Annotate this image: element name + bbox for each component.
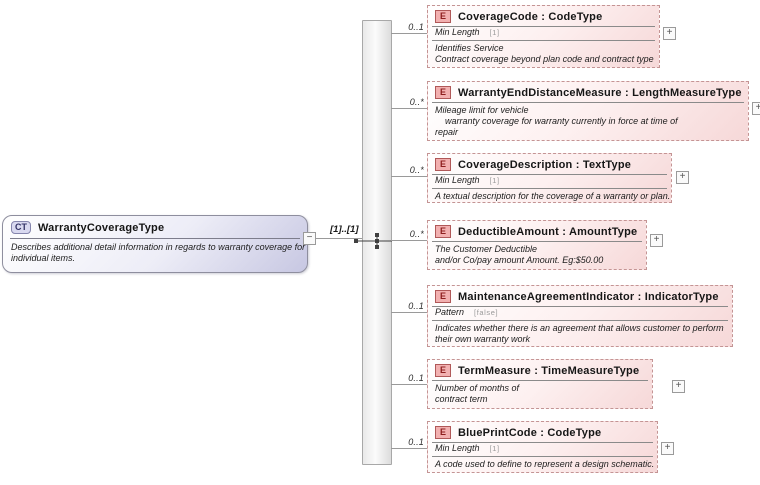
expand-button[interactable]: + bbox=[663, 27, 676, 40]
element-badge-icon: E bbox=[435, 10, 452, 23]
element-box-warranty-end-distance-measure[interactable]: E WarrantyEndDistanceMeasure : LengthMea… bbox=[427, 81, 749, 141]
divider bbox=[432, 174, 667, 175]
cardinality-label: 0..* bbox=[409, 229, 424, 239]
element-description-line: Identifies Service bbox=[435, 43, 504, 53]
element-box-blueprint-code[interactable]: E BluePrintCode : CodeType Min Length [1… bbox=[427, 421, 658, 473]
root-description-line: individual items. bbox=[11, 252, 76, 263]
element-description: A textual description for the coverage o… bbox=[428, 189, 671, 202]
divider bbox=[432, 380, 648, 381]
facet-name: Min Length bbox=[435, 27, 480, 37]
element-title: BluePrintCode : CodeType bbox=[458, 426, 602, 439]
divider bbox=[432, 102, 744, 103]
facet-name: Pattern bbox=[435, 307, 465, 317]
element-title: CoverageCode : CodeType bbox=[458, 10, 603, 23]
connector-line bbox=[391, 312, 427, 313]
root-description: Describes additional detail information … bbox=[3, 239, 307, 263]
element-description-line: contract term bbox=[435, 394, 488, 404]
cardinality-label: 0..* bbox=[409, 165, 424, 175]
element-description-line: A textual description for the coverage o… bbox=[435, 191, 671, 201]
divider bbox=[432, 320, 728, 321]
connector-line bbox=[391, 448, 427, 449]
cardinality-label: 0..1 bbox=[408, 301, 424, 311]
expand-button[interactable]: + bbox=[672, 380, 685, 393]
cardinality-label: 0..1 bbox=[408, 373, 424, 383]
cardinality-label: 0..* bbox=[409, 97, 424, 107]
cardinality-label: 0..1 bbox=[408, 437, 424, 447]
element-description-line: The Customer Deductible bbox=[435, 244, 538, 254]
element-box-coverage-code[interactable]: E CoverageCode : CodeType Min Length [1]… bbox=[427, 5, 660, 68]
connector-line bbox=[391, 384, 427, 385]
element-description: Mileage limit for vehicle warranty cover… bbox=[428, 103, 748, 138]
element-description-line: A code used to define to represent a des… bbox=[435, 459, 655, 469]
root-complextype-box[interactable]: CT WarrantyCoverageType Describes additi… bbox=[2, 215, 308, 273]
divider bbox=[432, 306, 728, 307]
complextype-badge-icon: CT bbox=[11, 221, 31, 234]
expand-button[interactable]: + bbox=[650, 234, 663, 247]
root-title: WarrantyCoverageType bbox=[38, 221, 165, 234]
expand-button[interactable]: + bbox=[661, 442, 674, 455]
divider bbox=[432, 26, 655, 27]
element-title: TermMeasure : TimeMeasureType bbox=[458, 364, 640, 377]
element-title: MaintenanceAgreementIndicator : Indicato… bbox=[458, 290, 719, 303]
element-description: A code used to define to represent a des… bbox=[428, 457, 657, 470]
connector-line bbox=[315, 238, 362, 239]
divider bbox=[432, 40, 655, 41]
element-description: Identifies Service Contract coverage bey… bbox=[428, 41, 659, 65]
connector-line bbox=[391, 240, 427, 241]
element-badge-icon: E bbox=[435, 426, 452, 439]
divider bbox=[432, 456, 653, 457]
facet-name: Min Length bbox=[435, 175, 480, 185]
element-description-line: warranty coverage for warranty currently… bbox=[435, 116, 678, 126]
element-description-line: Mileage limit for vehicle bbox=[435, 105, 529, 115]
facet-name: Min Length bbox=[435, 443, 480, 453]
element-description: Indicates whether there is an agreement … bbox=[428, 321, 732, 345]
element-description-line: Number of months of bbox=[435, 383, 520, 393]
element-box-maintenance-agreement-indicator[interactable]: E MaintenanceAgreementIndicator : Indica… bbox=[427, 285, 733, 347]
element-badge-icon: E bbox=[435, 86, 452, 99]
expand-button[interactable]: + bbox=[752, 102, 760, 115]
root-description-line: Describes additional detail information … bbox=[11, 242, 306, 252]
element-badge-icon: E bbox=[435, 364, 452, 377]
element-badge-icon: E bbox=[435, 158, 452, 171]
connector-line bbox=[391, 176, 427, 177]
connector-line bbox=[391, 33, 427, 34]
element-description: Number of months of contract term bbox=[428, 381, 652, 405]
divider bbox=[432, 241, 642, 242]
facet-value: [1] bbox=[489, 176, 500, 185]
element-badge-icon: E bbox=[435, 225, 452, 238]
element-box-term-measure[interactable]: E TermMeasure : TimeMeasureType Number o… bbox=[427, 359, 653, 409]
element-description-line: their own warranty work bbox=[435, 334, 531, 344]
sequence-compositor-icon bbox=[354, 233, 392, 249]
element-box-coverage-description[interactable]: E CoverageDescription : TextType Min Len… bbox=[427, 153, 672, 203]
divider bbox=[432, 442, 653, 443]
element-description-line: repair bbox=[435, 127, 459, 137]
element-description-line: Contract coverage beyond plan code and c… bbox=[435, 54, 654, 64]
facet-value: [1] bbox=[489, 444, 500, 453]
divider bbox=[10, 238, 300, 239]
element-title: DeductibleAmount : AmountType bbox=[458, 225, 638, 238]
element-badge-icon: E bbox=[435, 290, 452, 303]
facet-value: [1] bbox=[489, 28, 500, 37]
connector-cardinality-label: [1]..[1] bbox=[330, 224, 359, 235]
element-title: CoverageDescription : TextType bbox=[458, 158, 632, 171]
connector-line bbox=[391, 108, 427, 109]
element-description: The Customer Deductible and/or Co/pay am… bbox=[428, 242, 646, 266]
element-description-line: Indicates whether there is an agreement … bbox=[435, 323, 724, 333]
divider bbox=[432, 188, 667, 189]
cardinality-label: 0..1 bbox=[408, 22, 424, 32]
facet-value: [false] bbox=[474, 308, 499, 317]
element-box-deductible-amount[interactable]: E DeductibleAmount : AmountType The Cust… bbox=[427, 220, 647, 270]
element-title: WarrantyEndDistanceMeasure : LengthMeasu… bbox=[458, 86, 742, 99]
expand-button[interactable]: + bbox=[676, 171, 689, 184]
element-description-line: and/or Co/pay amount Amount. Eg:$50.00 bbox=[435, 255, 604, 265]
